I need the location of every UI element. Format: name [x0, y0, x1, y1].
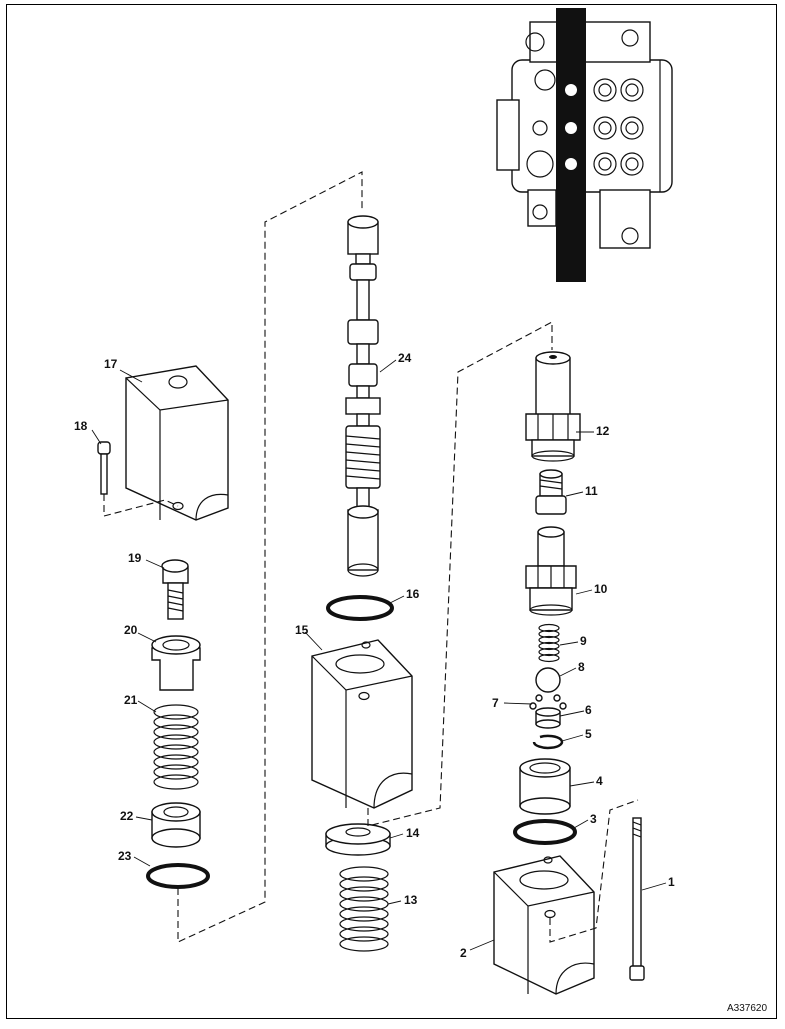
callout-11: 11 [585, 484, 598, 498]
callout-18: 18 [74, 419, 88, 433]
part-7-small-balls [529, 694, 567, 710]
callout-19: 19 [128, 551, 142, 565]
part-11-adjuster [535, 469, 567, 515]
part-18-screw [97, 441, 179, 517]
callout-9: 9 [580, 634, 587, 648]
part-20-spring-seat [151, 635, 201, 691]
callout-4: 4 [596, 774, 603, 788]
assembly-line-left [177, 171, 363, 943]
callout-8: 8 [578, 660, 585, 674]
part-5-circlip [532, 734, 564, 750]
part-15-spool-housing [311, 639, 413, 809]
callout-leaders [91, 359, 667, 951]
reference-code: A337620 [727, 1003, 767, 1014]
part-1-tie-bolt [629, 817, 645, 981]
part-8-ball [535, 667, 561, 693]
part-2-end-housing [493, 799, 639, 995]
callout-15: 15 [295, 623, 309, 637]
callout-2: 2 [460, 946, 467, 960]
callout-3: 3 [590, 812, 597, 826]
callout-16: 16 [406, 587, 420, 601]
callout-5: 5 [585, 727, 592, 741]
assembly-line-bolt [549, 799, 639, 943]
part-13-spring [339, 866, 389, 952]
callout-14: 14 [406, 826, 420, 840]
part-14-spring-seat [325, 823, 391, 856]
assembly-line-right [367, 321, 553, 827]
part-3-seal-ring [513, 819, 577, 845]
part-9-spring [538, 623, 560, 663]
callout-21: 21 [124, 693, 138, 707]
callout-17: 17 [104, 357, 118, 371]
part-21-spring [153, 704, 199, 790]
part-24-spool [345, 215, 381, 577]
section-band [556, 8, 586, 282]
callout-6: 6 [585, 703, 592, 717]
part-10-pilot-body [525, 526, 577, 616]
callout-12: 12 [596, 424, 610, 438]
callout-10: 10 [594, 582, 608, 596]
part-12-valve-body [525, 351, 581, 462]
part-4-sleeve [519, 758, 571, 815]
callout-13: 13 [404, 893, 418, 907]
callout-7: 7 [492, 696, 499, 710]
callout-23: 23 [118, 849, 132, 863]
part-17-end-housing [125, 365, 229, 521]
callout-24: 24 [398, 351, 412, 365]
callout-1: 1 [668, 875, 675, 889]
part-6-poppet [535, 707, 561, 729]
part-16-seal-ring [326, 595, 394, 621]
callout-22: 22 [120, 809, 134, 823]
callout-20: 20 [124, 623, 138, 637]
part-22-spacer [151, 802, 201, 848]
part-23-seal-ring [146, 863, 210, 889]
part-19-cap-screw [161, 559, 189, 620]
valve-block-inset [496, 8, 673, 282]
drawing-frame [6, 4, 777, 1019]
